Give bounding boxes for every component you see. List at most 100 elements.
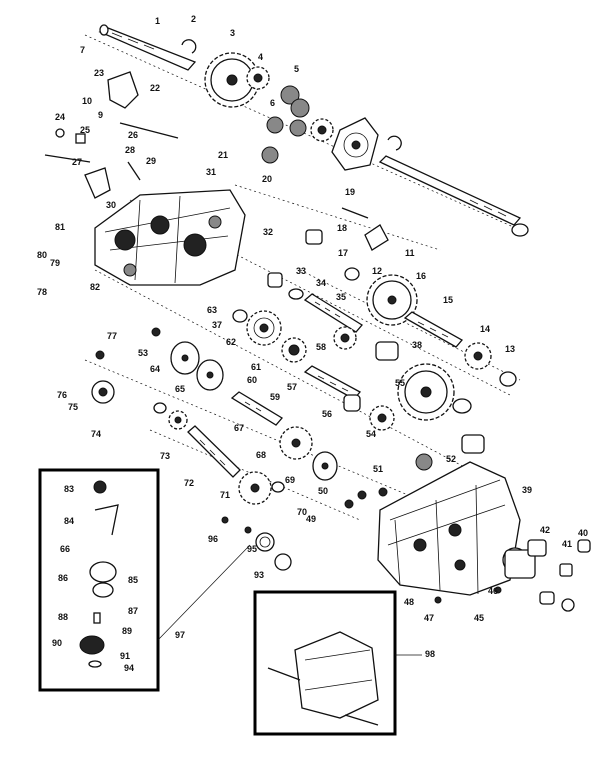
callout-46: 46: [488, 586, 498, 596]
callout-41: 41: [562, 539, 572, 549]
callout-75: 75: [68, 402, 78, 412]
callout-56: 56: [322, 409, 332, 419]
callout-37-left: 37: [212, 320, 222, 330]
callout-10-left: 10: [82, 96, 92, 106]
callout-53-left: 53: [138, 348, 148, 358]
washer-70-right: [271, 481, 285, 493]
callout-5-top: 5: [294, 64, 299, 74]
shaft-72: [187, 425, 241, 478]
bushing-38: [375, 341, 399, 361]
cap-93: [274, 553, 292, 571]
callout-62: 62: [226, 337, 236, 347]
callout-61: 61: [251, 362, 261, 372]
callout-82-case: 82: [90, 282, 100, 292]
callout-4-left: 4: [258, 52, 263, 62]
sprocket-gear-16: [366, 274, 418, 326]
gear-75: [91, 380, 115, 404]
callout-64: 64: [150, 364, 160, 374]
callout-31: 31: [206, 167, 216, 177]
gear-61: [281, 337, 307, 363]
sprocket-gear-55: [397, 363, 455, 421]
callout-25-left: 25: [80, 125, 90, 135]
callout-23: 23: [94, 68, 104, 78]
callout-85-inset: 85: [128, 575, 138, 585]
washer-70-left: [153, 402, 167, 414]
shift-bracket-23: [107, 71, 139, 109]
shift-rod-26: [44, 154, 91, 163]
callout-48-right: 48: [404, 597, 414, 607]
callout-6-left: 6: [270, 98, 275, 108]
callout-73: 73: [160, 451, 170, 461]
callout-79: 79: [50, 258, 60, 268]
washer-37-right: [452, 398, 472, 414]
callout-69: 69: [285, 475, 295, 485]
bushing-18-top: [305, 229, 323, 245]
callout-21: 21: [218, 150, 228, 160]
callout-72: 72: [184, 478, 194, 488]
inset-98-assembled-transaxle: [253, 590, 422, 736]
callout-81: 81: [55, 222, 65, 232]
splined-shaft-57: [303, 365, 362, 400]
callout-83: 83: [64, 484, 74, 494]
callout-12-top: 12: [372, 266, 382, 276]
washer-40: [577, 539, 591, 553]
hardware-studs: [95, 327, 502, 604]
callout-labels: 1 2 3 4 5 6 7 9 10 11 12 13 14 15 16 17 …: [37, 14, 588, 673]
gear-62: [246, 310, 282, 346]
callout-42: 42: [540, 525, 550, 535]
callout-38-middle: 38: [412, 340, 422, 350]
differential-housing-6: [331, 117, 379, 171]
callout-28: 28: [125, 145, 135, 155]
washer-12-right: [499, 371, 517, 387]
callout-74: 74: [91, 429, 101, 439]
callout-1-left: 1: [155, 16, 160, 26]
retaining-ring-24-right: [561, 598, 575, 612]
shaft-59: [230, 391, 283, 426]
gear-4-top: [246, 66, 270, 90]
retaining-ring-2-right: [387, 135, 402, 151]
callout-76: 76: [57, 390, 67, 400]
callout-95: 95: [247, 544, 257, 554]
callout-71: 71: [220, 490, 230, 500]
callout-66: 66: [60, 544, 70, 554]
gear-4-right: [310, 118, 334, 142]
axle-shaft-right: [378, 155, 522, 226]
bushing-25-right: [539, 591, 555, 605]
callout-27: 27: [72, 157, 82, 167]
callout-47: 47: [424, 613, 434, 623]
bushing-33: [267, 272, 283, 288]
gear-13: [464, 342, 492, 370]
callout-78: 78: [37, 287, 47, 297]
callout-68: 68: [256, 450, 266, 460]
callout-77: 77: [107, 331, 117, 341]
transaxle-case-39: [377, 461, 536, 596]
callout-59: 59: [270, 392, 280, 402]
axle-washer-7: [511, 223, 529, 237]
callout-15-top: 15: [443, 295, 453, 305]
callout-51: 51: [373, 464, 383, 474]
pin-19: [341, 207, 369, 219]
callout-57: 57: [287, 382, 297, 392]
axle-shaft-left: [98, 24, 197, 71]
callout-86: 86: [58, 573, 68, 583]
callout-39: 39: [522, 485, 532, 495]
callout-58: 58: [316, 342, 326, 352]
washer-37-left: [232, 309, 248, 323]
disc-65: [196, 359, 224, 391]
retaining-ring-24-left: [55, 128, 65, 138]
callout-35: 35: [336, 292, 346, 302]
callout-93: 93: [254, 570, 264, 580]
callout-45: 45: [474, 613, 484, 623]
shift-rod-24: [119, 122, 179, 139]
callout-30: 30: [106, 200, 116, 210]
collar-41: [559, 563, 573, 577]
sprocket-71: [238, 471, 272, 505]
callout-16: 16: [416, 271, 426, 281]
callout-65: 65: [175, 384, 185, 394]
callout-17: 17: [338, 248, 348, 258]
gear-52: [415, 453, 433, 471]
disc-64: [170, 341, 200, 375]
callout-84: 84: [64, 516, 74, 526]
callout-13: 13: [505, 344, 515, 354]
